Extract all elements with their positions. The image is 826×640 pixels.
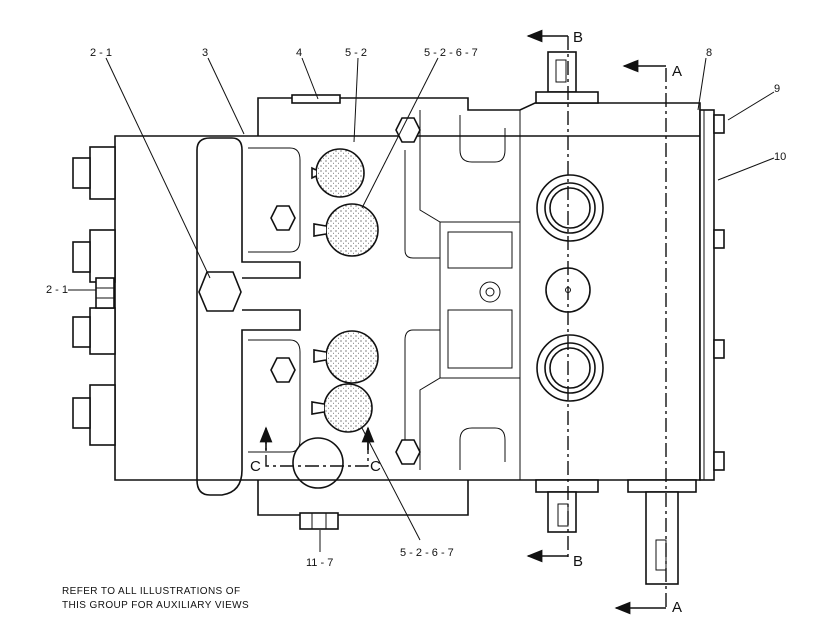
callout-9: 9 — [774, 83, 780, 95]
callout-10: 10 — [774, 151, 786, 163]
hex-plugs — [198, 117, 421, 530]
callout-2-1-left: 2 - 1 — [46, 284, 68, 296]
callout-4: 4 — [296, 47, 302, 59]
callout-5-2-6-7-top: 5 - 2 - 6 - 7 — [424, 47, 478, 59]
note-line-1: REFER TO ALL ILLUSTRATIONS OF — [62, 586, 241, 597]
section-b-top: B — [573, 29, 583, 46]
section-b-bottom: B — [573, 553, 583, 570]
valve-body — [114, 94, 725, 516]
leader-lines — [68, 57, 775, 552]
section-c-left: C — [250, 458, 261, 475]
section-a-bottom: A — [672, 599, 682, 616]
check-valves — [311, 148, 379, 433]
section-letters: B B A A C C — [250, 29, 682, 616]
left-fittings — [72, 146, 116, 446]
spool-ports — [292, 174, 604, 489]
callout-5-2: 5 - 2 — [345, 47, 367, 59]
callout-11-7: 11 - 7 — [306, 557, 333, 569]
shafts — [535, 51, 697, 585]
callout-labels: 2 - 1 3 4 5 - 2 5 - 2 - 6 - 7 8 9 10 2 -… — [46, 47, 786, 569]
callout-5-2-6-7-bottom: 5 - 2 - 6 - 7 — [400, 547, 454, 559]
section-c-right: C — [370, 458, 381, 475]
callout-3: 3 — [202, 47, 208, 59]
reference-note: REFER TO ALL ILLUSTRATIONS OF THIS GROUP… — [62, 586, 249, 611]
note-line-2: THIS GROUP FOR AUXILIARY VIEWS — [62, 600, 249, 611]
callout-2-1-top: 2 - 1 — [90, 47, 112, 59]
callout-8: 8 — [706, 47, 712, 59]
section-a-top: A — [672, 63, 682, 80]
